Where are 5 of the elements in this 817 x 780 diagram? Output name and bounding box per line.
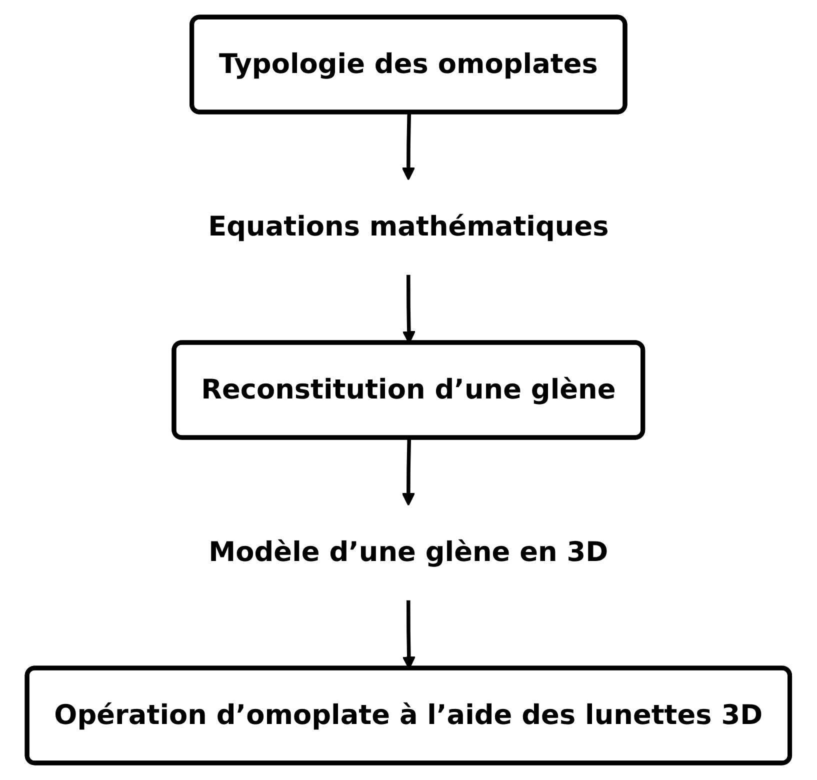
node-text: Equations mathématiques: [208, 211, 609, 244]
arrow: [402, 438, 416, 506]
flowchart: Typologie des omoplates Equations mathématiques Reconstitution d’une glène Modèle d’une glène en 3D Opération d’omoplate à l’aide des lunettes 3D: [15, 5, 802, 775]
node-text: Modèle d’une glène en 3D: [208, 536, 608, 569]
arrow: [402, 112, 416, 180]
